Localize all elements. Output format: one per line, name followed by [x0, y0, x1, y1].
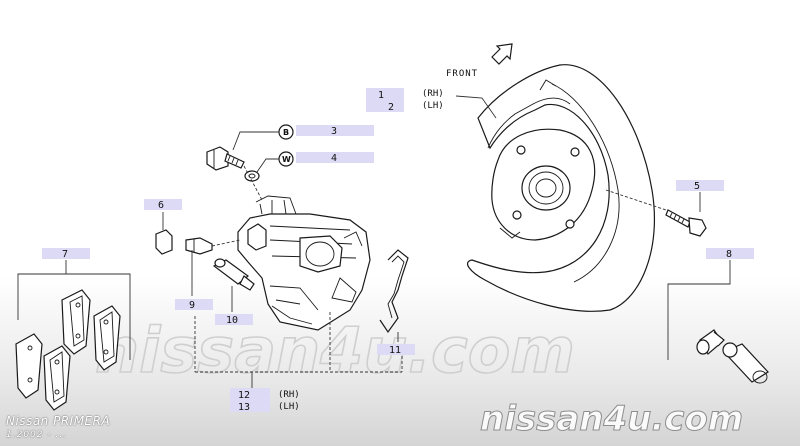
callout-8-box — [706, 248, 754, 259]
leader-7-right — [66, 273, 131, 360]
watermark-corner: nissan4u.com — [480, 399, 743, 439]
front-arrow-icon — [491, 43, 513, 65]
callout-5-box — [676, 180, 724, 191]
callout-12: 12 — [238, 390, 250, 401]
model-name: Nissan PRIMERA — [6, 414, 111, 428]
callout-3-box — [296, 125, 374, 136]
marker-b: B — [278, 124, 294, 140]
callout-1-2-box — [366, 88, 404, 112]
leader-8 — [667, 260, 731, 360]
leader-3 — [232, 131, 279, 151]
callout-13: 13 — [238, 402, 250, 413]
bolt-3 — [206, 146, 245, 171]
callout-2-side: (LH) — [422, 101, 444, 111]
brake-pad-2 — [93, 305, 121, 371]
callout-9-box — [175, 299, 213, 310]
anti-rattle-spring-11 — [379, 249, 409, 334]
bolt-3-axis — [243, 165, 263, 201]
guide-pin-10 — [212, 258, 255, 291]
marker-w: W — [278, 151, 294, 167]
callout-5: 5 — [694, 181, 700, 192]
marker-b-label: B — [283, 128, 289, 137]
leader-1-2 — [455, 95, 497, 119]
callout-9: 9 — [189, 300, 195, 311]
callout-10: 10 — [226, 315, 238, 326]
callout-12-side: (RH) — [278, 390, 300, 400]
leader-4 — [256, 158, 279, 173]
leader-5-dash — [605, 189, 667, 211]
bolt-5 — [665, 209, 707, 237]
leader-6-dash — [211, 239, 241, 247]
pin-boot-8a — [696, 329, 725, 355]
callout-13-side: (LH) — [278, 402, 300, 412]
callout-12-13-box — [230, 388, 270, 412]
callout-4: 4 — [331, 153, 337, 164]
brake-pad-1 — [61, 289, 91, 355]
brake-pad-4 — [43, 345, 71, 411]
brake-pad-3 — [15, 333, 43, 399]
bleeder-screw-6 — [185, 237, 213, 255]
watermark-center: nissan4u.com — [95, 314, 575, 387]
brake-caliper — [237, 195, 371, 331]
brake-back-plate — [467, 64, 656, 312]
marker-w-label: W — [282, 155, 291, 164]
pin-boot-8b — [722, 342, 769, 384]
front-label: FRONT — [446, 69, 478, 79]
callout-6: 6 — [158, 200, 164, 211]
callout-7-box — [42, 248, 90, 259]
callout-7: 7 — [62, 249, 68, 260]
model-date: 1.2002 - ... — [6, 430, 68, 440]
callout-6-box — [144, 199, 182, 210]
bleeder-cap-6 — [155, 229, 173, 255]
callout-11-box — [377, 344, 415, 355]
model-brand: Nissan PRIMERA 1.2002 - ... — [6, 414, 110, 442]
callout-1-side: (RH) — [422, 89, 444, 99]
leader-7-left — [17, 260, 67, 320]
callout-8: 8 — [726, 249, 732, 260]
callout-11: 11 — [389, 345, 401, 356]
callout-4-box — [296, 152, 374, 163]
callout-2: 2 — [388, 102, 394, 113]
callout-1: 1 — [378, 90, 384, 101]
callout-3: 3 — [331, 126, 337, 137]
callout-10-box — [215, 314, 253, 325]
